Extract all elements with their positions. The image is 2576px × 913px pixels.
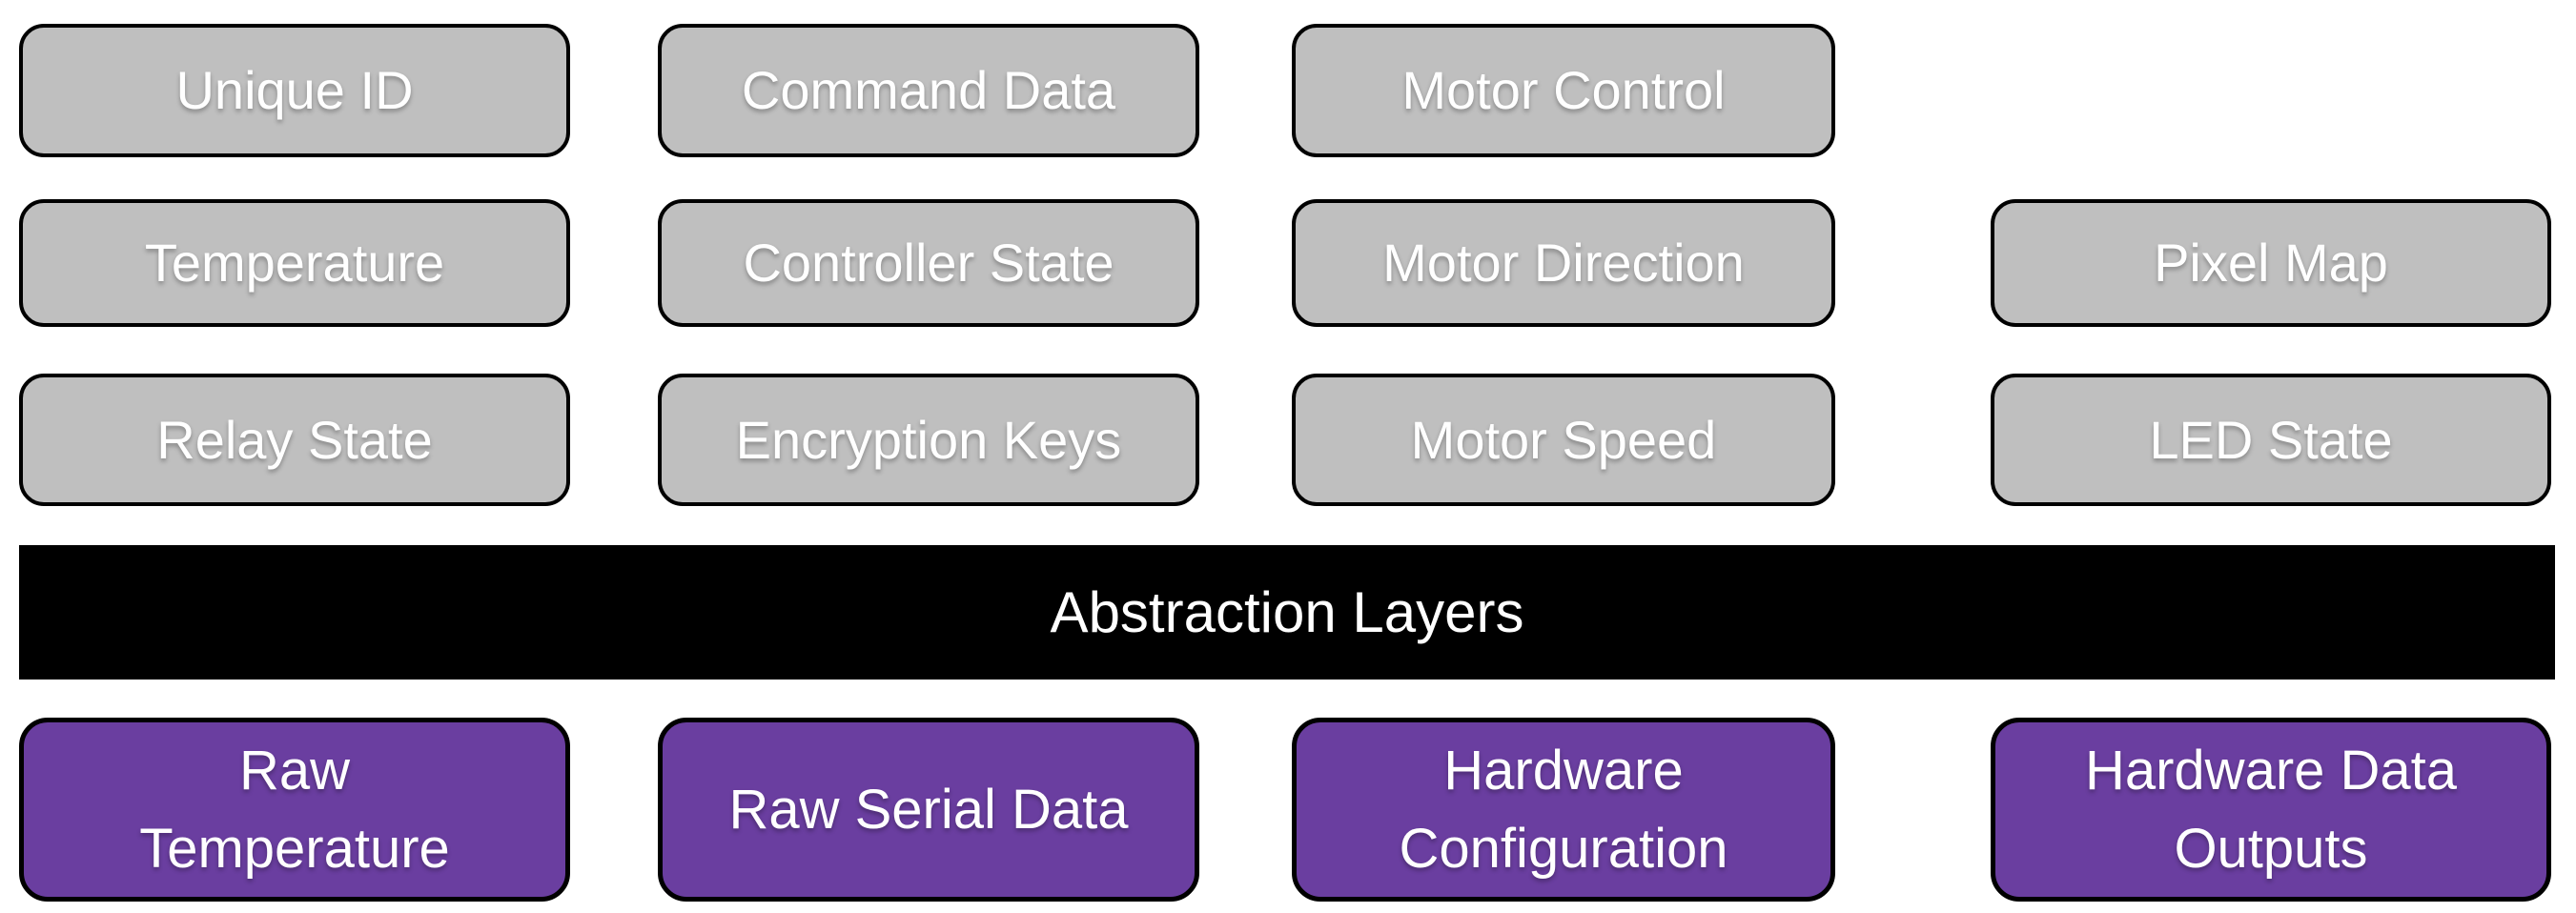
box-motor-direction: Motor Direction xyxy=(1292,199,1835,327)
box-hardware-data-outputs: Hardware Data Outputs xyxy=(1991,718,2551,902)
box-controller-state: Controller State xyxy=(658,199,1199,327)
box-relay-state: Relay State xyxy=(19,374,570,506)
box-encryption-keys: Encryption Keys xyxy=(658,374,1199,506)
box-temperature: Temperature xyxy=(19,199,570,327)
box-command-data: Command Data xyxy=(658,24,1199,157)
box-motor-control: Motor Control xyxy=(1292,24,1835,157)
abstraction-layers-bar: Abstraction Layers xyxy=(19,545,2555,680)
box-hardware-configuration: Hardware Configuration xyxy=(1292,718,1835,902)
box-pixel-map: Pixel Map xyxy=(1991,199,2551,327)
box-led-state: LED State xyxy=(1991,374,2551,506)
box-raw-temperature: Raw Temperature xyxy=(19,718,570,902)
box-raw-serial-data: Raw Serial Data xyxy=(658,718,1199,902)
box-unique-id: Unique ID xyxy=(19,24,570,157)
box-motor-speed: Motor Speed xyxy=(1292,374,1835,506)
